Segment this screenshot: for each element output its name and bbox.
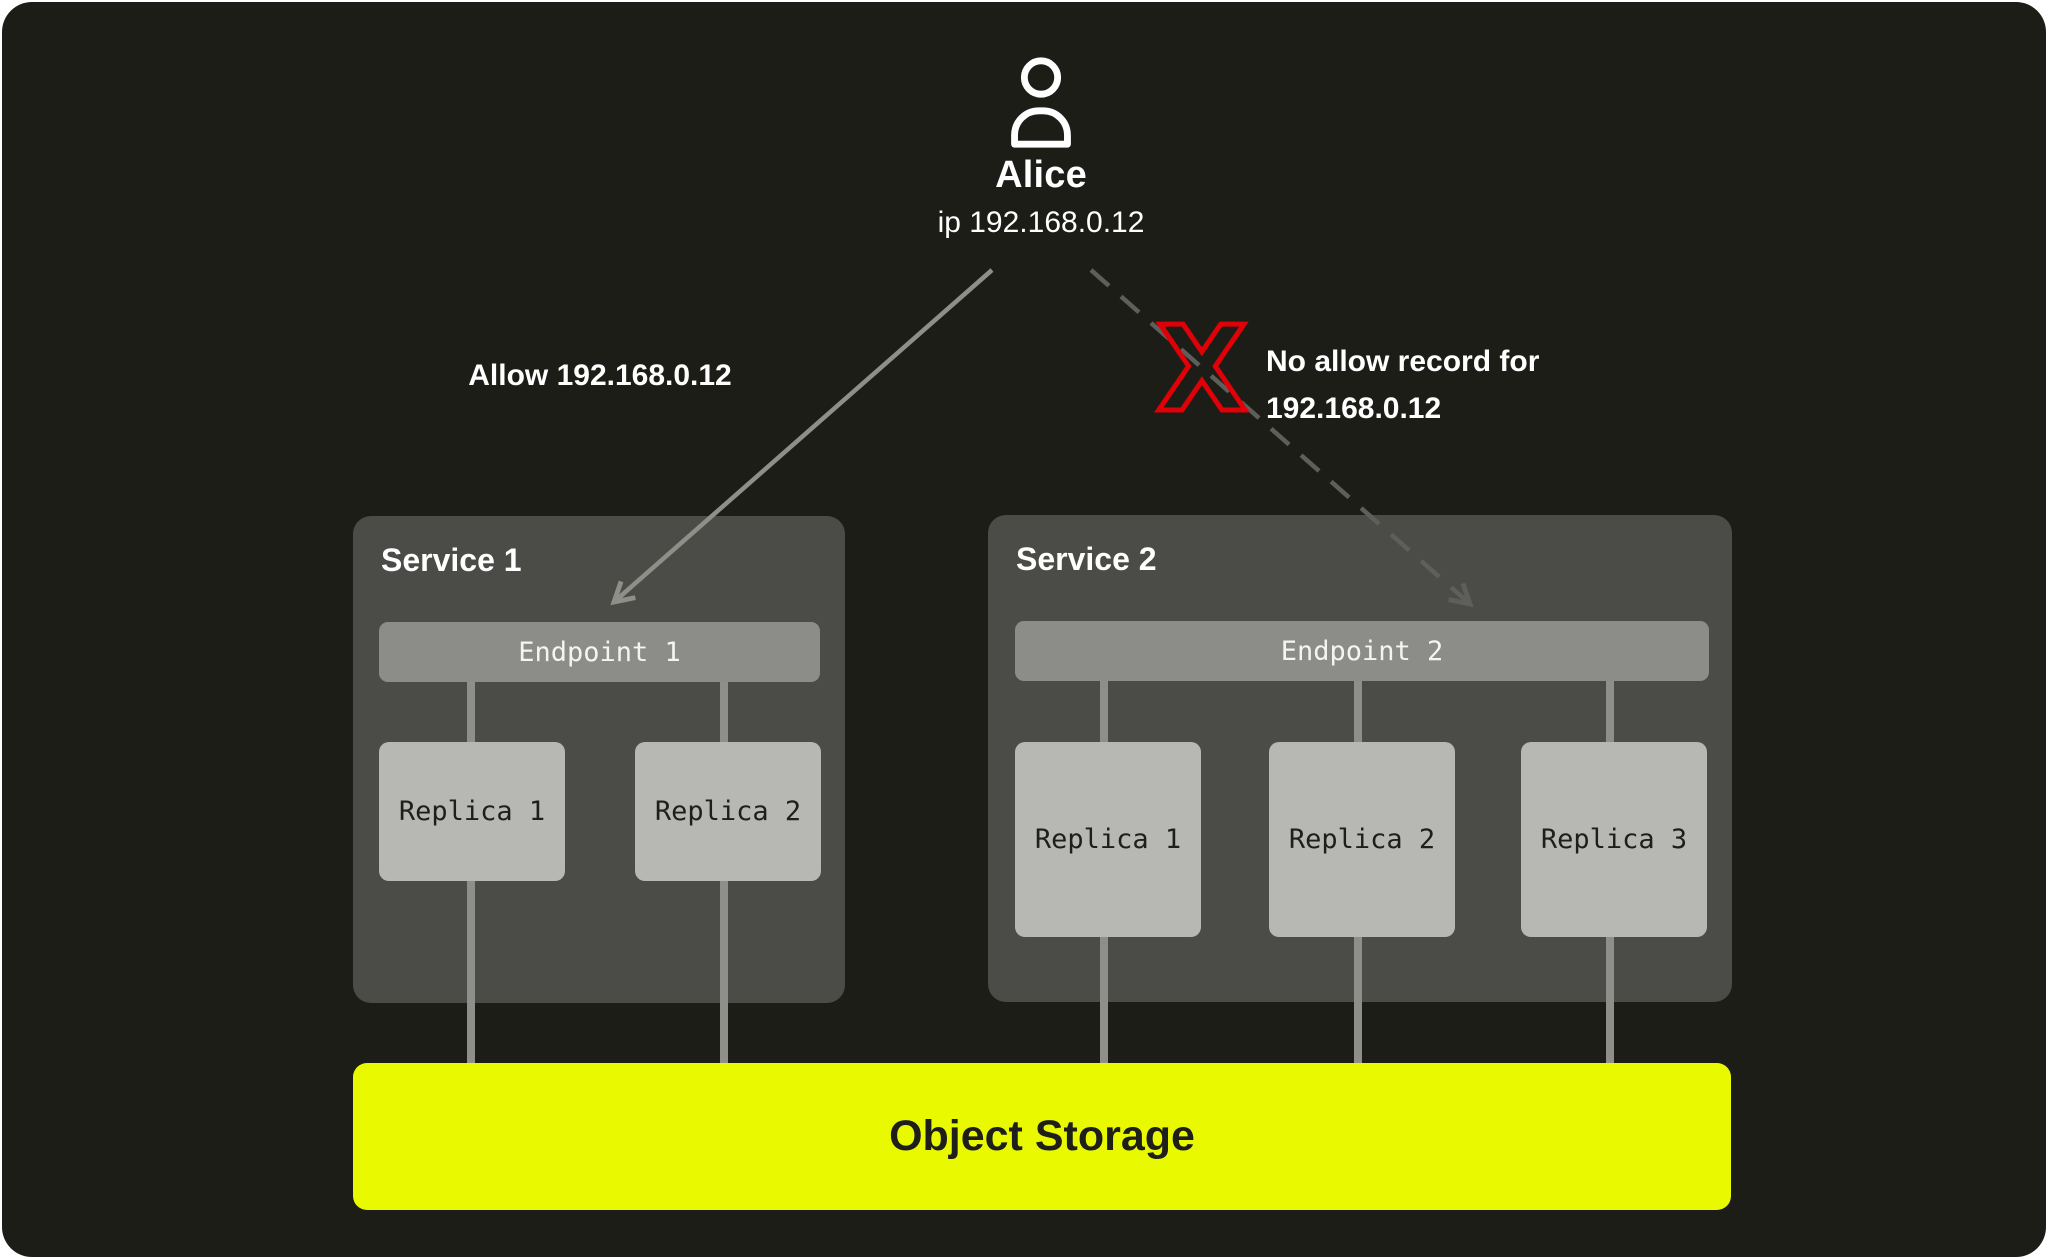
service-2-replica-2: Replica 2 [1269, 742, 1455, 937]
service-2-box: Service 2 Endpoint 2 Replica 1 Replica 2… [988, 515, 1732, 1002]
service-1-endpoint: Endpoint 1 [379, 622, 820, 682]
service-1-replica-2: Replica 2 [635, 742, 821, 881]
service-2-title: Service 2 [1016, 541, 1157, 577]
service-2-replica-3: Replica 3 [1521, 742, 1707, 937]
service-1-title: Service 1 [381, 542, 522, 578]
service-2-endpoint: Endpoint 2 [1015, 621, 1709, 681]
allow-arrow [610, 268, 994, 606]
service-2-replica-1: Replica 1 [1015, 742, 1201, 937]
service-1-replica-1: Replica 1 [379, 742, 565, 881]
user-ip: ip 192.168.0.12 [937, 206, 1145, 239]
deny-label-line1: No allow record for [1266, 345, 1540, 378]
service-1-box: Service 1 Endpoint 1 Replica 1 Replica 2 [353, 516, 845, 1003]
allow-label: Allow 192.168.0.12 [468, 359, 732, 392]
user-icon [1011, 57, 1071, 148]
denied-x-icon: X [1157, 300, 1248, 438]
deny-arrow [1089, 268, 1474, 608]
object-storage: Object Storage [353, 1063, 1731, 1210]
deny-label-line2: 192.168.0.12 [1266, 392, 1442, 425]
deny-label: No allow record for 192.168.0.12 [1266, 338, 1606, 432]
user-name: Alice [995, 154, 1087, 196]
